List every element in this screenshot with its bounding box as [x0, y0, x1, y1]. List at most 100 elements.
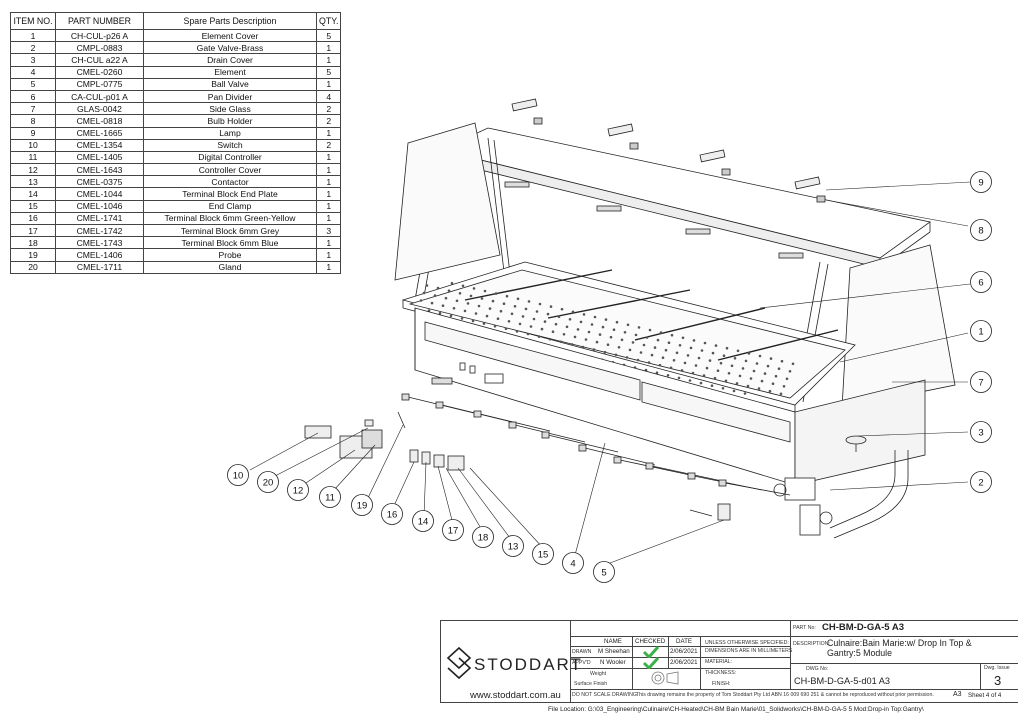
- perforation-hole: [777, 367, 781, 371]
- perforation-hole: [422, 291, 426, 295]
- dwg-no: CH-BM-D-GA-5-d01 A3: [794, 676, 890, 686]
- perforation-hole: [760, 379, 764, 383]
- cabinet-body: [414, 307, 926, 486]
- element-cover: [718, 479, 727, 487]
- stoddart-logo-icon: [446, 646, 472, 680]
- perforation-hole: [719, 361, 723, 365]
- balloon-number: 13: [508, 542, 519, 553]
- side-glass-left: [394, 122, 501, 281]
- drawn-date: 2/06/2021: [670, 648, 698, 655]
- perforation-hole: [449, 314, 453, 318]
- perforation-hole: [625, 356, 629, 359]
- element-cover: [687, 472, 696, 480]
- balloon-item-13: 13: [502, 535, 524, 557]
- perforation-hole: [452, 307, 456, 310]
- balloon-circle: [532, 543, 554, 565]
- perforation-hole: [560, 307, 564, 311]
- lamp: [607, 123, 634, 137]
- balloon-circle: [472, 526, 494, 548]
- perforation-hole: [529, 325, 533, 328]
- perforation-hole: [513, 305, 517, 308]
- perforation-hole: [538, 302, 542, 306]
- perforation-hole: [595, 340, 599, 344]
- element-cover: [613, 456, 622, 464]
- perforation-hole: [700, 349, 704, 352]
- finish-label: FINISH:: [712, 681, 731, 687]
- exploded-lamps: [511, 98, 826, 203]
- perforation-hole: [681, 336, 685, 340]
- perforation-hole: [494, 292, 498, 295]
- perforation-hole: [694, 364, 698, 367]
- perforation-hole: [568, 318, 572, 321]
- approved-date: 2/06/2021: [670, 659, 698, 666]
- perforation-hole: [562, 333, 566, 336]
- perforation-hole: [711, 351, 715, 355]
- perforation-hole: [482, 322, 486, 325]
- description-text: Culnaire:Bain Marie:w/ Drop In Top & Gan…: [827, 638, 972, 658]
- bom-description: Gland: [143, 260, 317, 274]
- thickness-label: THICKNESS:: [705, 670, 737, 676]
- perforation-hole: [419, 299, 423, 302]
- balloon-item-1: 1: [970, 320, 992, 342]
- surface-finish-label: Surface Finish: [574, 681, 608, 687]
- bom-qty: 1: [315, 260, 342, 274]
- balloon-circle: [442, 519, 464, 541]
- perforation-hole: [576, 328, 580, 331]
- perforation-hole: [570, 343, 574, 346]
- perforation-hole: [782, 385, 786, 388]
- perforation-hole: [691, 371, 695, 375]
- balloon-number: 12: [293, 486, 304, 497]
- element-cover: [645, 462, 654, 470]
- lamp: [794, 176, 821, 190]
- element-cover: [508, 421, 517, 429]
- balloon-number: 17: [448, 526, 459, 537]
- perforation-hole: [579, 320, 583, 324]
- perforation-hole: [480, 297, 484, 300]
- perforation-hole: [524, 307, 528, 311]
- perforation-hole: [463, 309, 467, 313]
- balloon-circle: [562, 552, 584, 574]
- electrical-components: [304, 411, 465, 471]
- perforation-hole: [493, 324, 497, 328]
- drain-pipe: [773, 450, 909, 539]
- perforation-hole: [774, 374, 778, 378]
- perforation-hole: [573, 335, 577, 339]
- balloon-number: 6: [978, 278, 983, 289]
- perforation-hole: [548, 337, 552, 341]
- bulb-holder: [816, 195, 826, 203]
- perforation-hole: [604, 318, 608, 321]
- perforation-hole: [689, 346, 693, 350]
- perforation-hole: [669, 366, 673, 370]
- company-name: STODDART: [474, 655, 583, 674]
- element-cover: [541, 431, 550, 439]
- leader-lines: [249, 181, 971, 564]
- perforation-hole: [678, 344, 682, 347]
- perforation-hole: [438, 311, 442, 315]
- balloon-item-12: 12: [287, 479, 309, 501]
- balloon-number: 15: [538, 550, 549, 561]
- balloon-item-16: 16: [381, 503, 403, 525]
- perforation-hole: [661, 356, 665, 360]
- balloon-number: 19: [357, 501, 368, 512]
- balloon-circle: [970, 421, 992, 443]
- perforation-hole: [571, 310, 575, 314]
- perforation-hole: [791, 362, 795, 366]
- balloon-number: 20: [263, 478, 274, 489]
- perforation-hole: [559, 340, 563, 344]
- perforation-hole: [518, 322, 522, 326]
- perforation-hole: [645, 336, 649, 339]
- perforation-hole: [614, 353, 618, 357]
- perforation-hole: [708, 359, 712, 362]
- perforation-hole: [725, 346, 729, 350]
- perforation-hole: [598, 333, 602, 336]
- perforation-hole: [436, 286, 440, 290]
- company-website[interactable]: www.stoddart.com.au: [470, 690, 561, 701]
- perforation-hole: [557, 315, 561, 319]
- perforation-hole: [601, 325, 605, 329]
- perforation-hole: [466, 302, 470, 305]
- perforation-hole: [488, 307, 492, 310]
- balloon-number: 2: [978, 478, 983, 489]
- perforation-hole: [628, 348, 632, 352]
